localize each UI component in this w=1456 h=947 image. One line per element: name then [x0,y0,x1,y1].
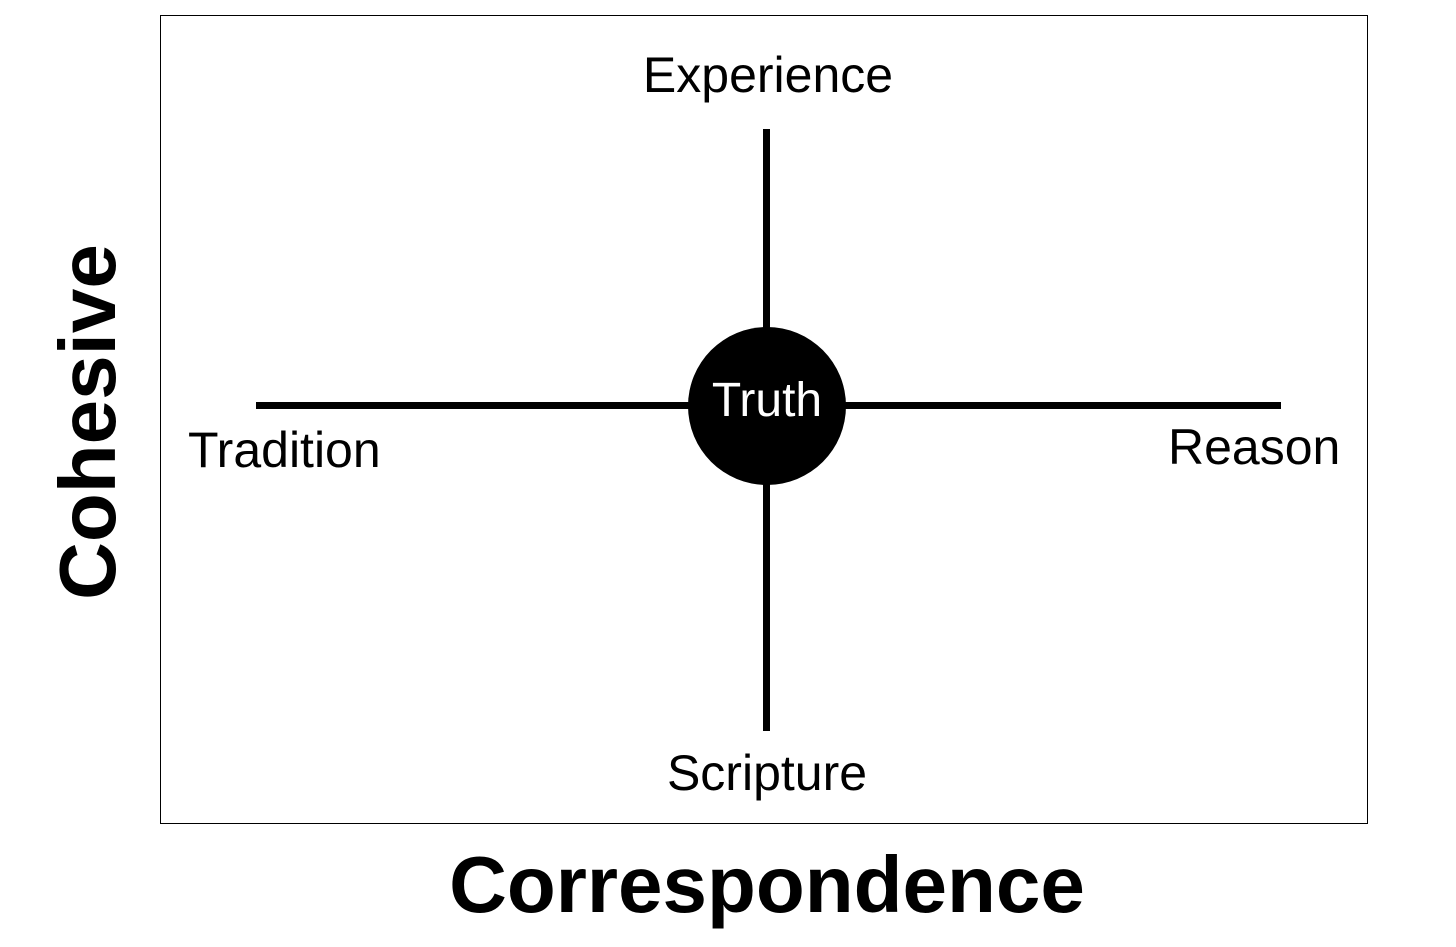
axis-line-right [845,402,1281,409]
diagram-frame [160,15,1368,824]
node-label-right: Reason [1168,419,1341,475]
node-label-left: Tradition [188,422,381,478]
vertical-axis-title: Cohesive [43,244,132,600]
axis-line-left [256,402,689,409]
horizontal-axis-title: Correspondence [449,840,1085,929]
center-node: Truth [688,327,846,485]
axis-line-top [763,129,770,329]
node-label-top: Experience [642,47,894,103]
axis-line-bottom [763,484,770,731]
center-node-label: Truth [711,373,823,427]
node-label-bottom: Scripture [666,745,868,801]
